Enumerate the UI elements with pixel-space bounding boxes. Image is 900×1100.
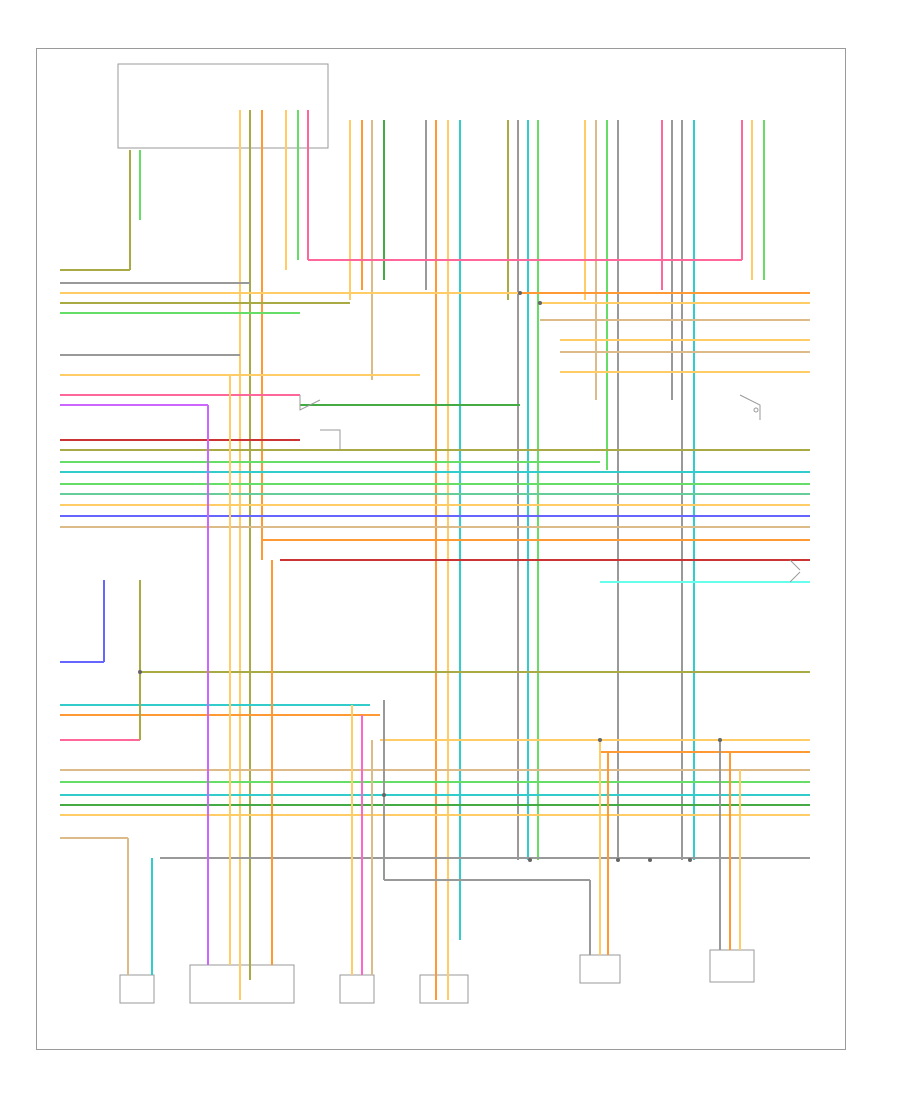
bottom-component-2 xyxy=(189,964,295,1004)
top-module xyxy=(117,63,329,149)
diagram-frame xyxy=(36,48,846,1050)
bottom-component-5 xyxy=(579,954,621,984)
horizontal-wires xyxy=(60,259,810,859)
bottom-component-4 xyxy=(419,974,469,1004)
bottom-component-1 xyxy=(119,974,155,1004)
top-wire-bundles xyxy=(129,110,765,1000)
bottom-component-6 xyxy=(709,949,755,983)
switches xyxy=(299,394,801,583)
bottom-drops xyxy=(103,375,741,975)
bottom-component-3 xyxy=(339,974,375,1004)
junction-dots xyxy=(138,291,722,862)
bottom-components xyxy=(119,949,755,1004)
